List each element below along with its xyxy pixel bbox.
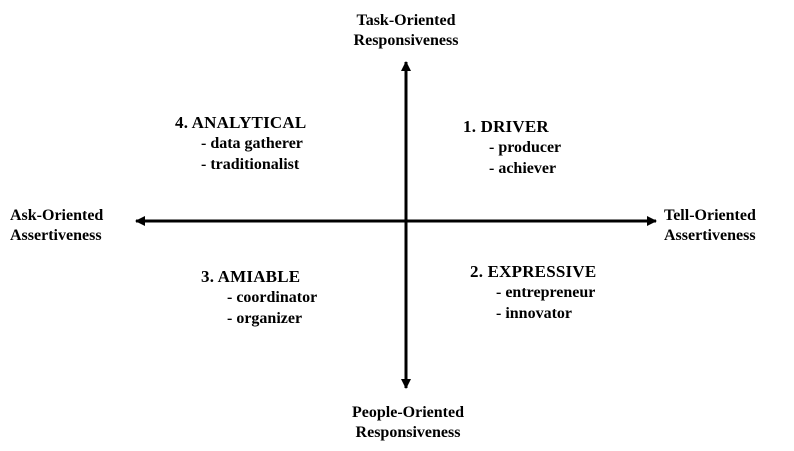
axis-label-top: Task-Oriented Responsiveness: [336, 11, 476, 51]
quadrant-trait: - traditionalist: [201, 156, 300, 173]
axis-label-left-line-2: Assertiveness: [10, 227, 102, 244]
axis-label-bottom-line-1: People-Oriented: [352, 404, 464, 421]
axis-label-left: Ask-Oriented Assertiveness: [10, 206, 130, 246]
quadrant-trait: - innovator: [496, 305, 572, 322]
quadrant-trait: - producer: [489, 139, 562, 156]
quadrant-title: 3. AMIABLE: [201, 267, 301, 286]
quadrant-amiable: 3. AMIABLE - coordinator - organizer: [201, 266, 317, 329]
quadrant-title: 1. DRIVER: [463, 117, 549, 136]
axis-label-left-line-1: Ask-Oriented: [10, 207, 104, 224]
axis-label-bottom: People-Oriented Responsiveness: [333, 403, 483, 443]
quadrant-expressive: 2. EXPRESSIVE - entrepreneur - innovator: [470, 261, 596, 324]
axis-label-top-line-2: Responsiveness: [353, 32, 459, 49]
quadrant-trait: - coordinator: [227, 289, 318, 306]
quadrant-trait: - data gatherer: [201, 135, 303, 152]
quadrant-driver: 1. DRIVER - producer - achiever: [463, 116, 561, 179]
axis-label-right-line-2: Assertiveness: [664, 227, 756, 244]
axis-label-right: Tell-Oriented Assertiveness: [664, 206, 784, 246]
axis-label-top-line-1: Task-Oriented: [356, 12, 456, 29]
quadrant-analytical: 4. ANALYTICAL - data gatherer - traditio…: [175, 112, 306, 175]
axis-label-right-line-1: Tell-Oriented: [664, 207, 756, 224]
axis-label-bottom-line-2: Responsiveness: [355, 424, 461, 441]
quadrant-trait: - organizer: [227, 310, 303, 327]
quadrant-trait: - entrepreneur: [496, 284, 596, 301]
quadrant-trait: - achiever: [489, 160, 557, 177]
quadrant-title: 4. ANALYTICAL: [175, 113, 307, 132]
quadrant-title: 2. EXPRESSIVE: [470, 262, 597, 281]
